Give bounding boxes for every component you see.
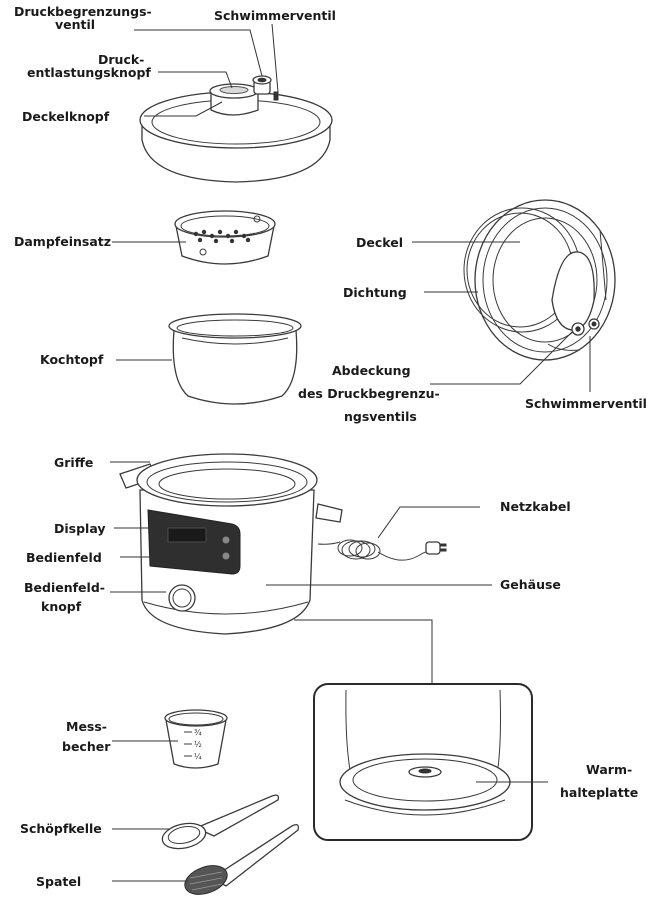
label-abdeckung-line2: des Druckbegrenzu- xyxy=(298,386,440,401)
steam-basket-illustration xyxy=(174,210,276,265)
label-warmhalteplatte-line2: halteplatte xyxy=(560,785,638,800)
label-kochtopf: Kochtopf xyxy=(40,352,104,367)
cup-mark-quarter: ¼ xyxy=(194,752,202,761)
label-druckbegrenzungsventil-line1: Druckbegrenzungs- xyxy=(14,4,152,19)
label-dampfeinsatz: Dampfeinsatz xyxy=(14,234,111,249)
ladle-illustration xyxy=(161,794,280,850)
label-warmhalteplatte-line1: Warm- xyxy=(586,762,632,777)
label-schoepfkelle: Schöpfkelle xyxy=(20,821,102,836)
label-druckbegrenzungsventil-line2: ventil xyxy=(55,17,95,32)
label-spatel: Spatel xyxy=(36,874,81,889)
label-abdeckung-line3: ngsventils xyxy=(344,409,417,424)
cup-mark-half: ½ xyxy=(194,740,202,749)
leader-lines xyxy=(110,23,591,882)
part-labels: Druckbegrenzungs- ventil Schwimmerventil… xyxy=(14,4,647,889)
label-display: Display xyxy=(54,521,106,536)
label-bedienfeldknopf-line1: Bedienfeld- xyxy=(24,580,105,595)
spatula-illustration xyxy=(184,824,300,895)
label-messbecher-line1: Mess- xyxy=(66,719,107,734)
lid-illustration xyxy=(139,75,333,183)
label-bedienfeldknopf-line2: knopf xyxy=(41,599,82,614)
label-gehaeuse: Gehäuse xyxy=(500,577,561,592)
label-griffe: Griffe xyxy=(54,455,93,470)
lid-gasket-illustration xyxy=(463,199,616,361)
cooking-pot-illustration xyxy=(168,313,302,405)
label-druckentlastungsknopf-line2: entlastungsknopf xyxy=(27,65,151,80)
label-deckel: Deckel xyxy=(356,235,403,250)
warming-plate-detail xyxy=(294,619,533,841)
label-schwimmerventil-right: Schwimmerventil xyxy=(525,396,647,411)
label-deckelknopf: Deckelknopf xyxy=(22,109,110,124)
label-abdeckung-line1: Abdeckung xyxy=(332,363,411,378)
label-dichtung: Dichtung xyxy=(343,285,407,300)
label-druckentlastungsknopf-line1: Druck- xyxy=(98,52,144,67)
label-bedienfeld: Bedienfeld xyxy=(26,550,102,565)
cooker-body-illustration xyxy=(119,453,447,635)
measuring-cup-illustration: ¼ ½ ¾ xyxy=(164,709,228,769)
cup-mark-three-quarter: ¾ xyxy=(194,728,202,737)
label-messbecher-line2: becher xyxy=(62,739,111,754)
label-netzkabel: Netzkabel xyxy=(500,499,571,514)
label-schwimmerventil-top: Schwimmerventil xyxy=(214,8,336,23)
